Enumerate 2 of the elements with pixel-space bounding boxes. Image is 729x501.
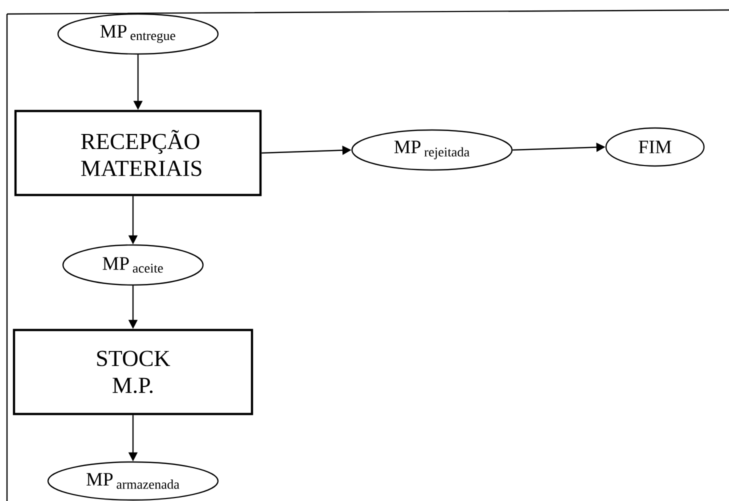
process-box: STOCK M.P. [12, 328, 254, 416]
process-box: RECEPÇÃO MATERIAIS [14, 110, 262, 196]
